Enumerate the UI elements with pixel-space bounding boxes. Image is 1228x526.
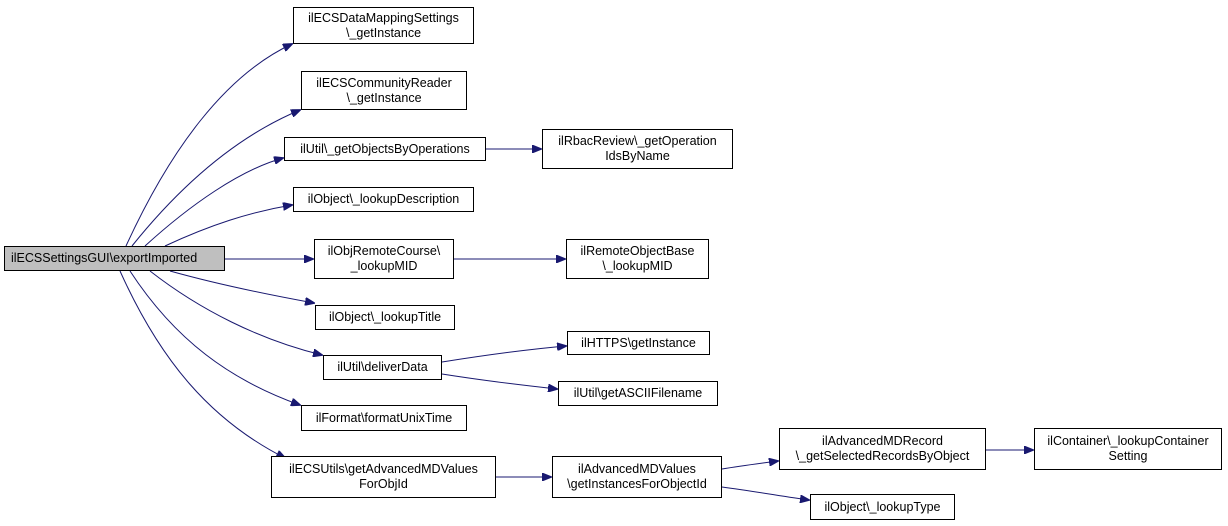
edge-deliver-https xyxy=(441,346,566,363)
edge-root-lookuptitle xyxy=(169,270,314,303)
node-label: \_getInstance xyxy=(346,90,422,105)
node-https-get-instance[interactable]: ilHTTPS\getInstance xyxy=(567,331,710,355)
node-label: ilHTTPS\getInstance xyxy=(581,335,696,350)
node-label: _lookupMID xyxy=(350,259,418,273)
node-label: \_getInstance xyxy=(345,25,422,40)
node-label: ilContainer\_lookupContainer xyxy=(1047,434,1209,448)
edge-root-lookupdesc xyxy=(164,205,292,247)
node-ecs-community-reader[interactable]: ilECSCommunityReader \_getInstance xyxy=(301,71,467,110)
node-object-lookup-title[interactable]: ilObject\_lookupTitle xyxy=(315,305,455,330)
node-label: \_lookupMID xyxy=(602,259,673,273)
edge-root-getobjects xyxy=(144,158,283,247)
node-label: ilUtil\getASCIIFilename xyxy=(573,386,703,400)
node-object-lookup-type[interactable]: ilObject\_lookupType xyxy=(810,494,955,520)
edge-advvalues-advrecord xyxy=(721,461,778,470)
node-label: ilRbacReview\_getOperation xyxy=(558,134,717,148)
node-export-imported[interactable]: ilECSSettingsGUI\exportImported xyxy=(4,246,225,271)
node-label: ilObjRemoteCourse\ xyxy=(327,244,441,258)
node-util-get-objects-by-operations[interactable]: ilUtil\_getObjectsByOperations xyxy=(284,137,486,161)
node-label: \getInstancesForObjectId xyxy=(567,477,707,491)
node-label: ilECSDataMappingSettings xyxy=(308,10,459,25)
node-advanced-md-record-get-selected[interactable]: ilAdvancedMDRecord \_getSelectedRecordsB… xyxy=(779,428,986,470)
edge-root-format xyxy=(129,270,300,405)
node-label: ilECSSettingsGUI\exportImported xyxy=(11,251,198,265)
node-container-lookup-container-setting[interactable]: ilContainer\_lookupContainer Setting xyxy=(1034,428,1222,470)
node-label: ilRemoteObjectBase xyxy=(580,244,695,258)
node-label: ilObject\_lookupType xyxy=(824,499,941,514)
node-label: ilAdvancedMDValues xyxy=(578,462,696,476)
edge-root-deliver xyxy=(149,270,322,355)
edge-root-dms xyxy=(125,44,292,247)
edge-root-community xyxy=(131,110,300,247)
node-label: ilObject\_lookupTitle xyxy=(328,310,442,324)
node-label: ilUtil\deliverData xyxy=(337,360,428,374)
node-util-deliver-data[interactable]: ilUtil\deliverData xyxy=(323,355,442,380)
node-label: ilECSCommunityReader xyxy=(316,75,452,90)
node-label: ilECSUtils\getAdvancedMDValues xyxy=(289,462,478,476)
node-obj-remote-course-lookup-mid[interactable]: ilObjRemoteCourse\ _lookupMID xyxy=(314,239,454,279)
node-label: IdsByName xyxy=(605,149,670,163)
edge-root-ecsutils xyxy=(119,270,285,458)
node-format-format-unix-time[interactable]: ilFormat\formatUnixTime xyxy=(301,405,467,431)
node-advanced-md-values-get-instances[interactable]: ilAdvancedMDValues \getInstancesForObjec… xyxy=(552,456,722,498)
node-label: \_getSelectedRecordsByObject xyxy=(795,449,970,463)
node-rbac-review-get-operation-ids[interactable]: ilRbacReview\_getOperation IdsByName xyxy=(542,129,733,169)
edge-deliver-ascii xyxy=(441,373,557,389)
node-ecs-data-mapping-settings[interactable]: ilECSDataMappingSettings \_getInstance xyxy=(293,7,474,44)
node-label: ilFormat\formatUnixTime xyxy=(315,410,453,425)
node-remote-object-base-lookup-mid[interactable]: ilRemoteObjectBase \_lookupMID xyxy=(566,239,709,279)
node-label: ilUtil\_getObjectsByOperations xyxy=(300,141,470,156)
edge-advvalues-lookuptype xyxy=(721,486,809,500)
node-label: ForObjId xyxy=(359,477,408,491)
node-label: Setting xyxy=(1108,449,1148,463)
node-object-lookup-description[interactable]: ilObject\_lookupDescription xyxy=(293,187,474,212)
node-ecs-utils-get-advanced-md-values[interactable]: ilECSUtils\getAdvancedMDValues ForObjId xyxy=(271,456,496,498)
node-util-get-ascii-filename[interactable]: ilUtil\getASCIIFilename xyxy=(558,381,718,406)
node-label: ilAdvancedMDRecord xyxy=(822,434,943,448)
node-label: ilObject\_lookupDescription xyxy=(307,192,460,206)
